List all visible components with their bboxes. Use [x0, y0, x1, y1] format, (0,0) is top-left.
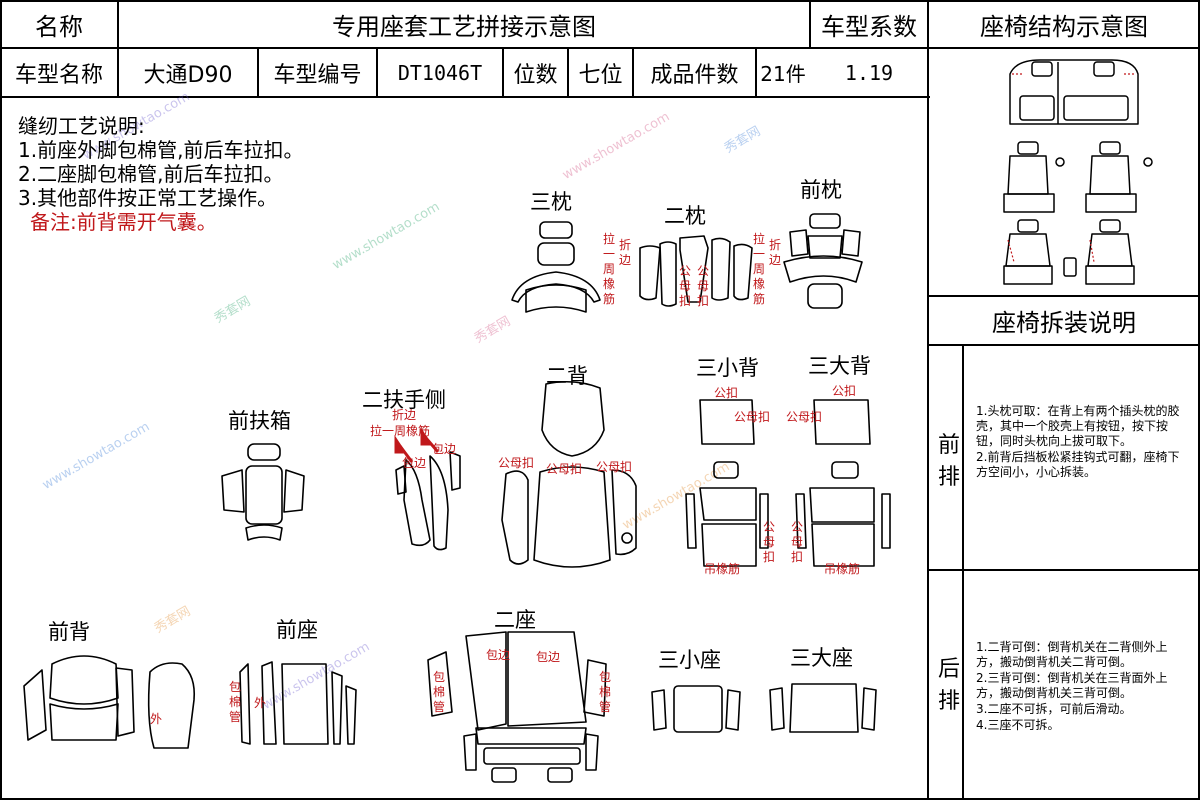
instruction-item: 1.头枕可取：在背上有两个插头枕的胶壳，其中一个胶壳上有按钮，按下按钮，同时头枕…	[976, 404, 1180, 448]
part-title-second-headrest: 二枕	[664, 204, 706, 228]
pattern-drawings	[23, 213, 891, 783]
sewing-notes: 缝纫工艺说明: 1.前座外脚包棉管,前后车拉扣。 2.二座脚包棉管,前后车拉扣。…	[18, 114, 303, 234]
annotation-pull-band: 拉一周橡筋	[370, 424, 431, 438]
part-title-second-back: 二背	[546, 364, 588, 388]
annotation-cotton-tube: 包棉管	[432, 670, 445, 714]
annotation-male-female: 公母扣	[596, 460, 633, 474]
annotation-male-button: 公扣	[714, 386, 739, 400]
annotation-male-female: 公母扣	[786, 410, 823, 424]
third-headrest-pattern	[511, 221, 601, 313]
annotation-fold: 折边	[392, 408, 417, 422]
annotation-cotton-tube: 包棉管	[598, 670, 611, 714]
second-armrest-side-pattern	[395, 451, 461, 551]
coefficient-value: 1.19	[844, 60, 894, 85]
third-small-back-pattern	[685, 399, 769, 567]
annotation-male-female: 公母扣	[546, 462, 583, 476]
instruction-item: 3.二座不可拆，可前后滑动。	[976, 702, 1132, 716]
annotation-outer: 外	[150, 712, 163, 726]
annotation-bind-edge: 包边	[536, 650, 561, 664]
model-name-value: 大通D90	[143, 62, 233, 88]
front-seat-pattern	[239, 661, 357, 745]
coefficient-label: 车型系数	[821, 12, 917, 41]
page-title: 专用座套工艺拼接示意图	[332, 12, 596, 41]
model-code-label: 车型编号	[273, 62, 362, 88]
part-title-third-small-back: 三小背	[696, 356, 759, 380]
rear-row-label: 后排	[937, 657, 960, 714]
annotation-male-female: 公母扣	[734, 410, 771, 424]
part-title-third-large-seat: 三大座	[790, 646, 853, 670]
part-title-third-large-back: 三大背	[808, 354, 871, 378]
seats-label: 位数	[513, 62, 558, 88]
annotation-hang-band: 吊橡筋	[824, 562, 861, 576]
annotation-male-button: 公扣	[832, 384, 857, 398]
structure-title: 座椅结构示意图	[980, 12, 1148, 41]
annotation-male-female: 公母扣	[696, 264, 709, 308]
front-row-instructions: 1.头枕可取：在背上有两个插头枕的胶壳，其中一个胶壳上有按钮，按下按钮，同时头枕…	[976, 404, 1184, 481]
second-seat-pattern	[427, 631, 607, 783]
annotation-male-female: 公母扣	[762, 520, 775, 564]
annotation-outer: 外	[254, 696, 267, 710]
third-large-back-pattern	[795, 399, 891, 567]
seats-value: 七位	[578, 62, 623, 88]
third-small-seat-pattern	[651, 685, 741, 733]
part-title-front-back: 前背	[48, 620, 90, 644]
annotation-fold: 折边	[618, 238, 631, 267]
sewing-note-item: 3.其他部件按正常工艺操作。	[18, 186, 278, 210]
instructions-title: 座椅拆装说明	[992, 309, 1136, 337]
instruction-item: 1.二背可倒：倒背机关在二背侧外上方，搬动倒背机关二背可倒。	[976, 640, 1168, 669]
part-title-front-seat: 前座	[276, 618, 318, 642]
front-armrest-box-pattern	[221, 443, 305, 541]
second-headrest-pattern	[639, 235, 753, 307]
part-title-front-armrest-box: 前扶箱	[228, 409, 291, 433]
part-title-second-armrest-side: 二扶手侧	[362, 388, 446, 412]
part-title-front-headrest: 前枕	[800, 178, 842, 202]
sewing-note-item: 2.二座脚包棉管,前后车拉扣。	[18, 162, 284, 186]
part-title-third-small-seat: 三小座	[658, 648, 721, 672]
part-title-second-seat: 二座	[494, 608, 536, 632]
instruction-item: 2.三背可倒：倒背机关在三背面外上方，搬动倒背机关三背可倒。	[976, 671, 1168, 700]
annotation-male-female: 公母扣	[790, 520, 803, 564]
rear-row-instructions: 1.二背可倒：倒背机关在二背侧外上方，搬动倒背机关二背可倒。 2.三背可倒：倒背…	[976, 640, 1186, 734]
annotation-male-female: 公母扣	[498, 456, 535, 470]
pieces-label: 成品件数	[650, 62, 739, 88]
instruction-item: 2.前背后挡板松紧挂钩式可翻，座椅下方空间小，小心拆装。	[976, 450, 1180, 479]
third-large-seat-pattern	[769, 683, 877, 733]
sewing-notes-title: 缝纫工艺说明:	[18, 114, 145, 138]
annotation-hang-band: 吊橡筋	[704, 562, 741, 576]
annotation-cotton-tube: 包棉管	[228, 680, 241, 724]
annotation-fold: 折边	[768, 238, 781, 267]
annotation-bind-edge: 包边	[402, 456, 427, 470]
pieces-value: 21件	[760, 62, 806, 86]
front-row-label: 前排	[937, 433, 960, 490]
model-code-value: DT1046T	[397, 60, 483, 85]
name-label: 名称	[35, 12, 83, 41]
front-back-pattern	[23, 655, 196, 749]
part-title-third-headrest: 三枕	[530, 190, 572, 214]
second-back-pattern	[501, 380, 637, 568]
sewing-remark: 备注:前背需开气囊。	[30, 210, 217, 234]
annotation-pull-band: 拉一周橡筋	[602, 232, 615, 306]
annotation-pull-band: 拉一周橡筋	[752, 232, 765, 306]
front-headrest-pattern	[783, 213, 863, 309]
sewing-note-item: 1.前座外脚包棉管,前后车拉扣。	[18, 138, 304, 162]
annotation-male-female: 公母扣	[678, 264, 691, 308]
annotation-bind-edge: 包边	[432, 442, 457, 456]
armrest-arrow-marks	[394, 427, 440, 463]
annotation-bind-edge: 包边	[486, 648, 511, 662]
model-name-label: 车型名称	[14, 62, 103, 88]
instruction-item: 4.三座不可拆。	[976, 718, 1060, 732]
